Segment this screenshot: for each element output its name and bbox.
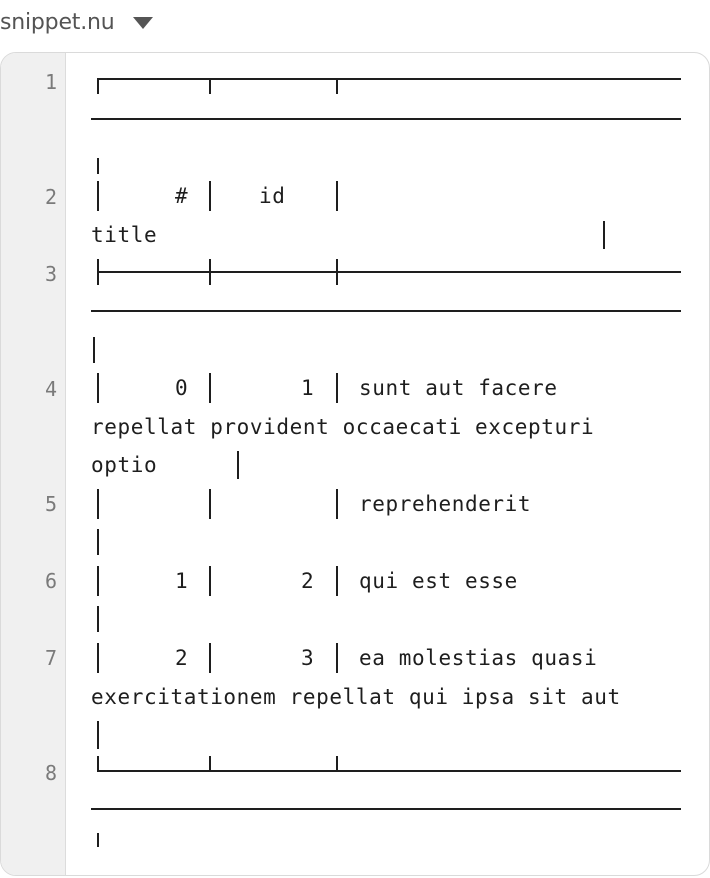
table-top-border-wrap	[91, 118, 681, 120]
cell-divider	[237, 451, 239, 479]
cell-divider	[336, 373, 338, 403]
cell-divider	[97, 566, 99, 596]
code-area[interactable]: # id title 0 1 sunt aut facere repellat …	[91, 53, 691, 875]
table-bottom-border-wrap	[91, 808, 681, 810]
cell-divider	[209, 373, 211, 403]
cell-divider	[97, 373, 99, 403]
header-separator-wrap	[91, 310, 681, 312]
line-number: 1	[44, 70, 57, 94]
table-bottom-tee	[209, 756, 211, 772]
table-top-right-corner	[97, 158, 99, 174]
cell-divider	[97, 529, 99, 555]
cell-divider	[97, 643, 99, 673]
cell-divider	[209, 181, 211, 211]
line-number: 5	[44, 492, 57, 516]
separator-cross	[209, 259, 211, 285]
cell-divider	[209, 489, 211, 519]
row-id: 3	[301, 646, 315, 670]
cell-divider	[97, 489, 99, 519]
line-number: 8	[44, 761, 57, 785]
cell-divider	[97, 721, 99, 749]
row-title-wrap: optio	[91, 453, 158, 477]
line-number: 2	[44, 185, 57, 209]
cell-divider	[209, 643, 211, 673]
code-panel: 1 2 3 4 5 6 7 8 # id title 0 1	[0, 52, 710, 876]
row-title: sunt aut facere	[359, 376, 558, 400]
row-title: qui est esse	[359, 569, 518, 593]
row-title-wrap: repellat provident occaecati excepturi	[91, 415, 595, 439]
caret-down-icon[interactable]	[132, 17, 153, 29]
cell-divider	[336, 643, 338, 673]
row-title-wrap: exercitationem repellat qui ipsa sit aut	[91, 685, 621, 709]
line-number: 6	[44, 569, 57, 593]
table-bottom-tee	[336, 756, 338, 772]
line-number-gutter: 1 2 3 4 5 6 7 8	[1, 53, 66, 875]
cell-divider	[336, 489, 338, 519]
line-number: 3	[44, 262, 57, 286]
header-separator	[97, 271, 681, 273]
row-id: 1	[301, 376, 315, 400]
cell-divider	[336, 566, 338, 596]
cell-divider	[209, 566, 211, 596]
row-id: 2	[301, 569, 315, 593]
table-bottom-left-corner	[97, 756, 99, 772]
separator-left-tee	[97, 259, 99, 285]
table-top-tee	[336, 78, 338, 94]
line-number: 4	[44, 377, 57, 401]
cell-divider	[603, 221, 605, 249]
row-title-continuation: reprehenderit	[359, 492, 532, 516]
table-top-tee	[209, 78, 211, 94]
filename-label: snippet.nu	[0, 9, 115, 35]
separator-cross	[336, 259, 338, 285]
header-index: #	[175, 184, 189, 208]
header-id: id	[259, 184, 286, 208]
table-top-left-corner	[97, 78, 99, 94]
file-selector[interactable]: snippet.nu	[0, 4, 153, 40]
row-index: 2	[175, 646, 189, 670]
table-bottom-border	[97, 770, 681, 772]
separator-right-tee	[93, 337, 95, 363]
table-bottom-right-corner	[97, 833, 99, 847]
cell-divider	[97, 181, 99, 211]
header-title: title	[91, 223, 158, 247]
line-number: 7	[44, 646, 57, 670]
table-top-border	[97, 78, 681, 80]
row-index: 1	[175, 569, 189, 593]
cell-divider	[97, 606, 99, 632]
row-title: ea molestias quasi	[359, 646, 598, 670]
cell-divider	[336, 181, 338, 211]
row-index: 0	[175, 376, 189, 400]
